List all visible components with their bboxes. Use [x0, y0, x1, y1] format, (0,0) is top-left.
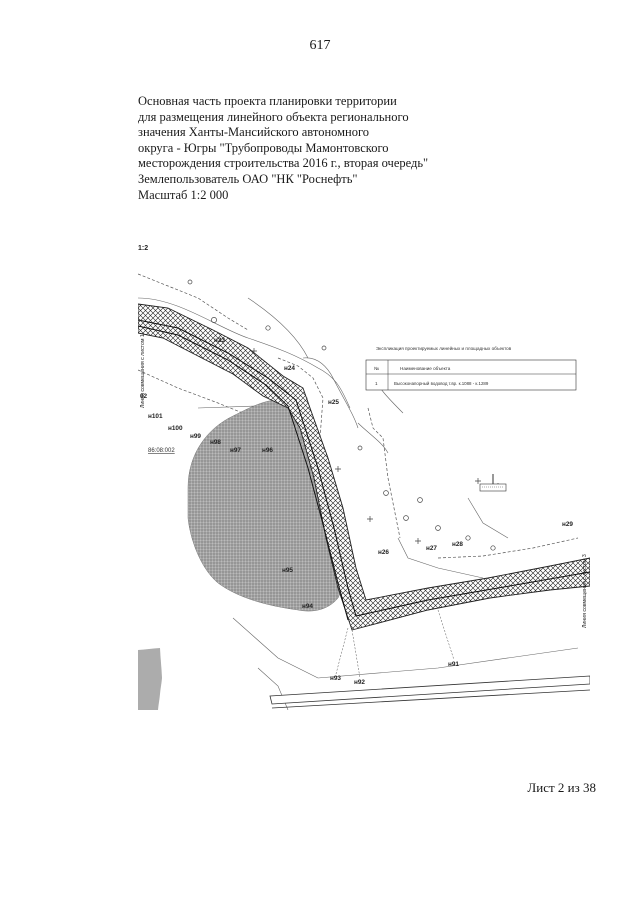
right-side-label: Линия совмещения с листом 3: [582, 554, 588, 628]
point-labels: н23 н24 н25 н26 н27 н28 н29 н91 н92 н93 …: [140, 337, 573, 686]
title-block: Основная часть проекта планировки террит…: [138, 94, 438, 203]
point-label-n26: н26: [378, 549, 389, 556]
survey-markers: [187, 279, 496, 551]
map-canvas: Экспликация проектируемых линейных и пло…: [138, 245, 590, 710]
point-label-n100: н100: [168, 425, 183, 432]
point-label-n25: н25: [328, 399, 339, 406]
scale-line: Масштаб 1:2 000: [138, 187, 229, 202]
point-label-n29: н29: [562, 521, 573, 528]
point-label-n98: н98: [210, 439, 221, 446]
corner-label: 1:2: [138, 245, 148, 252]
point-label-n96: н96: [262, 447, 273, 454]
road-strip: [269, 675, 590, 705]
point-label-n95: н95: [282, 567, 293, 574]
legend-col-num: №: [374, 366, 379, 371]
boundary-lines: [138, 273, 579, 559]
title-line-3: значения Ханты-Мансийского автономного: [138, 125, 370, 140]
marker-flag: [479, 474, 507, 492]
road-edge: [271, 689, 590, 709]
point-label-n97: н97: [230, 447, 241, 454]
point-label-n101: н101: [148, 413, 163, 420]
title-line-6: Землепользователь ОАО "НК "Роснефть": [138, 171, 358, 186]
page-number: 617: [309, 38, 331, 53]
title-line-1: Основная часть проекта планировки террит…: [138, 94, 397, 108]
point-label-n27: н27: [426, 545, 437, 552]
point-label-n94: н94: [302, 603, 313, 610]
small-forest-area: [138, 648, 162, 710]
pipeline-corridor: [138, 303, 590, 631]
planning-map: Экспликация проектируемых линейных и пло…: [138, 238, 590, 710]
point-label-n24: н24: [284, 365, 295, 372]
point-label-n99: н99: [190, 433, 201, 440]
legend-row-name: Высоконапорный водовод т.вр. к.1088 - к.…: [394, 381, 489, 386]
point-label-n93: н93: [330, 675, 341, 682]
point-label-n91: н91: [448, 661, 459, 668]
legend-row-num: 1: [375, 381, 378, 386]
point-label-n102: 02: [140, 393, 148, 400]
title-line-5: месторождения строительства 2016 г., вто…: [138, 156, 429, 171]
point-label-n23: н23: [214, 337, 225, 344]
pipeline-axis: [138, 319, 590, 621]
legend-title: Экспликация проектируемых линейных и пло…: [376, 345, 512, 351]
title-line-4: округа - Югры "Трубопроводы Мамонтовског…: [138, 140, 389, 155]
title-line-2: для размещения линейного объекта региона…: [138, 109, 409, 124]
leader-lines: [335, 609, 455, 679]
sheet-number: Лист 2 из 38: [527, 780, 596, 795]
parcel-label: 86:08:002: [148, 448, 175, 454]
legend-table: Экспликация проектируемых линейных и пло…: [365, 345, 577, 391]
legend-col-name: Наименование объекта: [400, 366, 451, 371]
left-side-label: Линия совмещения с листом 1: [140, 334, 146, 408]
point-label-n92: н92: [354, 679, 365, 686]
point-label-n28: н28: [452, 541, 463, 548]
